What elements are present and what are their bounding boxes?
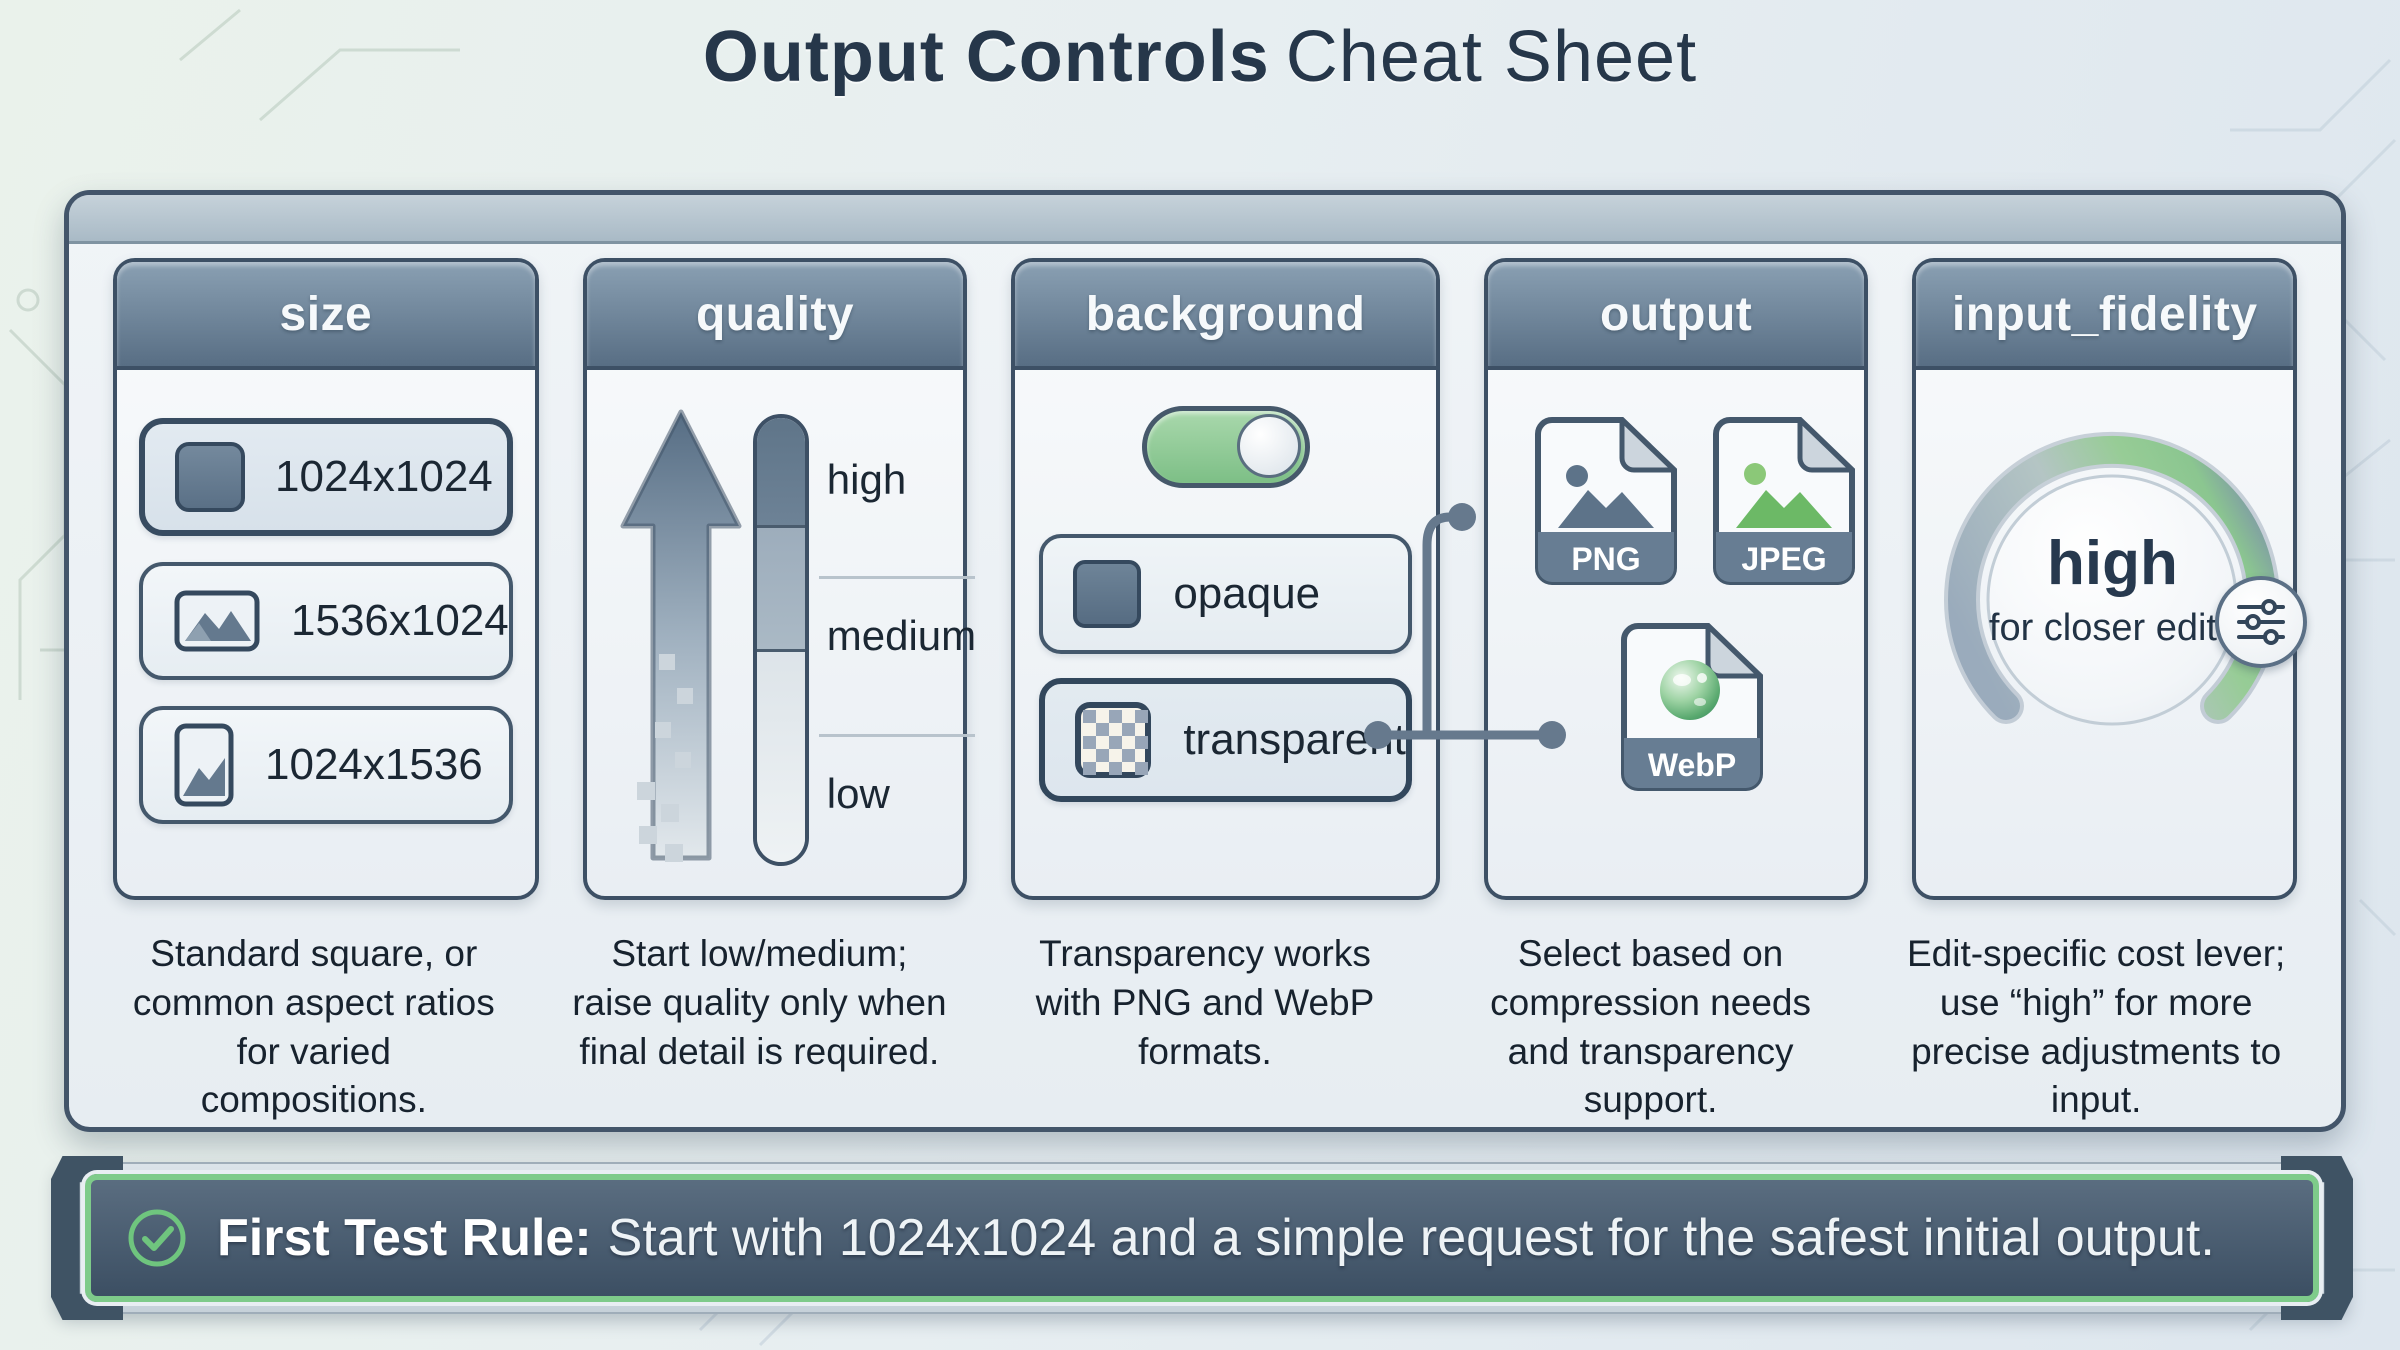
caption-background: Transparency works with PNG and WebP for…	[1035, 933, 1375, 1072]
card-output-header: output	[1487, 262, 1865, 370]
quality-divider	[818, 576, 975, 579]
card-output-body: PNG JPEG	[1488, 370, 1865, 896]
background-toggle[interactable]	[1141, 406, 1310, 488]
card-background-body: opaque tra	[1015, 406, 1436, 932]
card-background: background opaque	[1011, 258, 1440, 900]
dial-subtext: for closer edits	[1988, 607, 2236, 649]
size-option-1024x1536[interactable]: 1024x1536	[139, 706, 513, 824]
captions-row: Standard square, or common aspect ratios…	[69, 900, 2341, 1125]
webp-file-icon[interactable]: WebP	[1616, 620, 1768, 792]
solid-square-icon	[1073, 560, 1142, 628]
controls-panel: size 1024x1024 1536x1024	[64, 190, 2346, 1132]
size-option-label: 1024x1536	[265, 740, 483, 789]
jpeg-file-icon[interactable]: JPEG	[1708, 414, 1860, 586]
card-size: size 1024x1024 1536x1024	[113, 258, 539, 900]
background-option-label: opaque	[1173, 569, 1321, 618]
webp-label: WebP	[1648, 747, 1736, 783]
check-circle-icon	[128, 1209, 186, 1267]
first-test-rule-body: Start with 1024x1024 and a simple reques…	[607, 1209, 2215, 1267]
card-quality: quality	[582, 258, 976, 900]
caption-size: Standard square, or common aspect ratios…	[132, 933, 495, 1121]
card-quality-body: high medium low	[587, 370, 976, 896]
quality-label-low: low	[826, 770, 890, 817]
first-test-rule-text: First Test Rule: Start with 1024x1024 and…	[217, 1208, 2215, 1268]
png-file-icon[interactable]: PNG	[1530, 414, 1682, 586]
page-title-rest: Cheat Sheet	[1285, 17, 1698, 97]
quality-divider	[818, 734, 975, 737]
card-input-fidelity-header: input_fidelity	[1916, 262, 2293, 370]
quality-level-gauge[interactable]	[752, 414, 809, 866]
caption-input-fidelity: Edit-specific cost lever; use “high” for…	[1906, 933, 2286, 1121]
caption-output: Select based on compression needs and tr…	[1490, 933, 1811, 1121]
card-size-header: size	[117, 262, 535, 370]
dial-readout: high for closer edits	[1987, 528, 2237, 653]
size-option-label: 1536x1024	[291, 596, 509, 645]
dial-value: high	[2047, 529, 2178, 598]
page-title-bold: Output Controls	[702, 17, 1270, 97]
size-option-1536x1024[interactable]: 1536x1024	[139, 562, 513, 680]
panel-top-strip	[69, 195, 2341, 244]
up-arrow-icon	[620, 409, 742, 862]
sliders-icon	[2237, 599, 2286, 645]
input-fidelity-dial[interactable]: high for closer edits	[1917, 408, 2308, 798]
gauge-segment-high	[756, 418, 805, 525]
png-label: PNG	[1571, 541, 1640, 577]
size-option-1024x1024[interactable]: 1024x1024	[139, 418, 513, 536]
background-option-opaque[interactable]: opaque	[1039, 534, 1412, 654]
parameter-cards-row: size 1024x1024 1536x1024	[69, 244, 2341, 900]
portrait-image-icon	[174, 723, 234, 807]
square-icon	[175, 442, 245, 512]
first-test-rule-label: First Test Rule:	[217, 1209, 592, 1267]
caption-quality: Start low/medium; raise quality only whe…	[572, 933, 947, 1072]
card-input-fidelity: input_fidelity	[1912, 258, 2308, 900]
card-quality-header: quality	[586, 262, 964, 370]
background-option-transparent[interactable]: transparent	[1039, 678, 1412, 802]
card-output: output PNG	[1483, 258, 1869, 900]
card-size-body: 1024x1024 1536x1024	[117, 418, 535, 944]
quality-label-high: high	[826, 456, 907, 503]
jpeg-label: JPEG	[1741, 541, 1826, 577]
background-option-label: transparent	[1183, 715, 1406, 764]
card-input-fidelity-body: high for closer edits	[1916, 370, 2308, 896]
quality-label-medium: medium	[826, 612, 977, 659]
sliders-badge[interactable]	[2215, 576, 2308, 668]
first-test-rule-bar: First Test Rule: Start with 1024x1024 and…	[51, 1156, 2353, 1320]
size-option-label: 1024x1024	[275, 452, 493, 501]
toggle-knob	[1236, 414, 1301, 478]
gauge-segment-medium	[756, 524, 805, 649]
card-background-header: background	[1015, 262, 1436, 370]
landscape-image-icon	[174, 590, 260, 652]
first-test-rule-inner: First Test Rule: Start with 1024x1024 and…	[85, 1174, 2319, 1302]
checkerboard-icon	[1075, 702, 1152, 778]
gauge-segment-low	[756, 648, 805, 862]
